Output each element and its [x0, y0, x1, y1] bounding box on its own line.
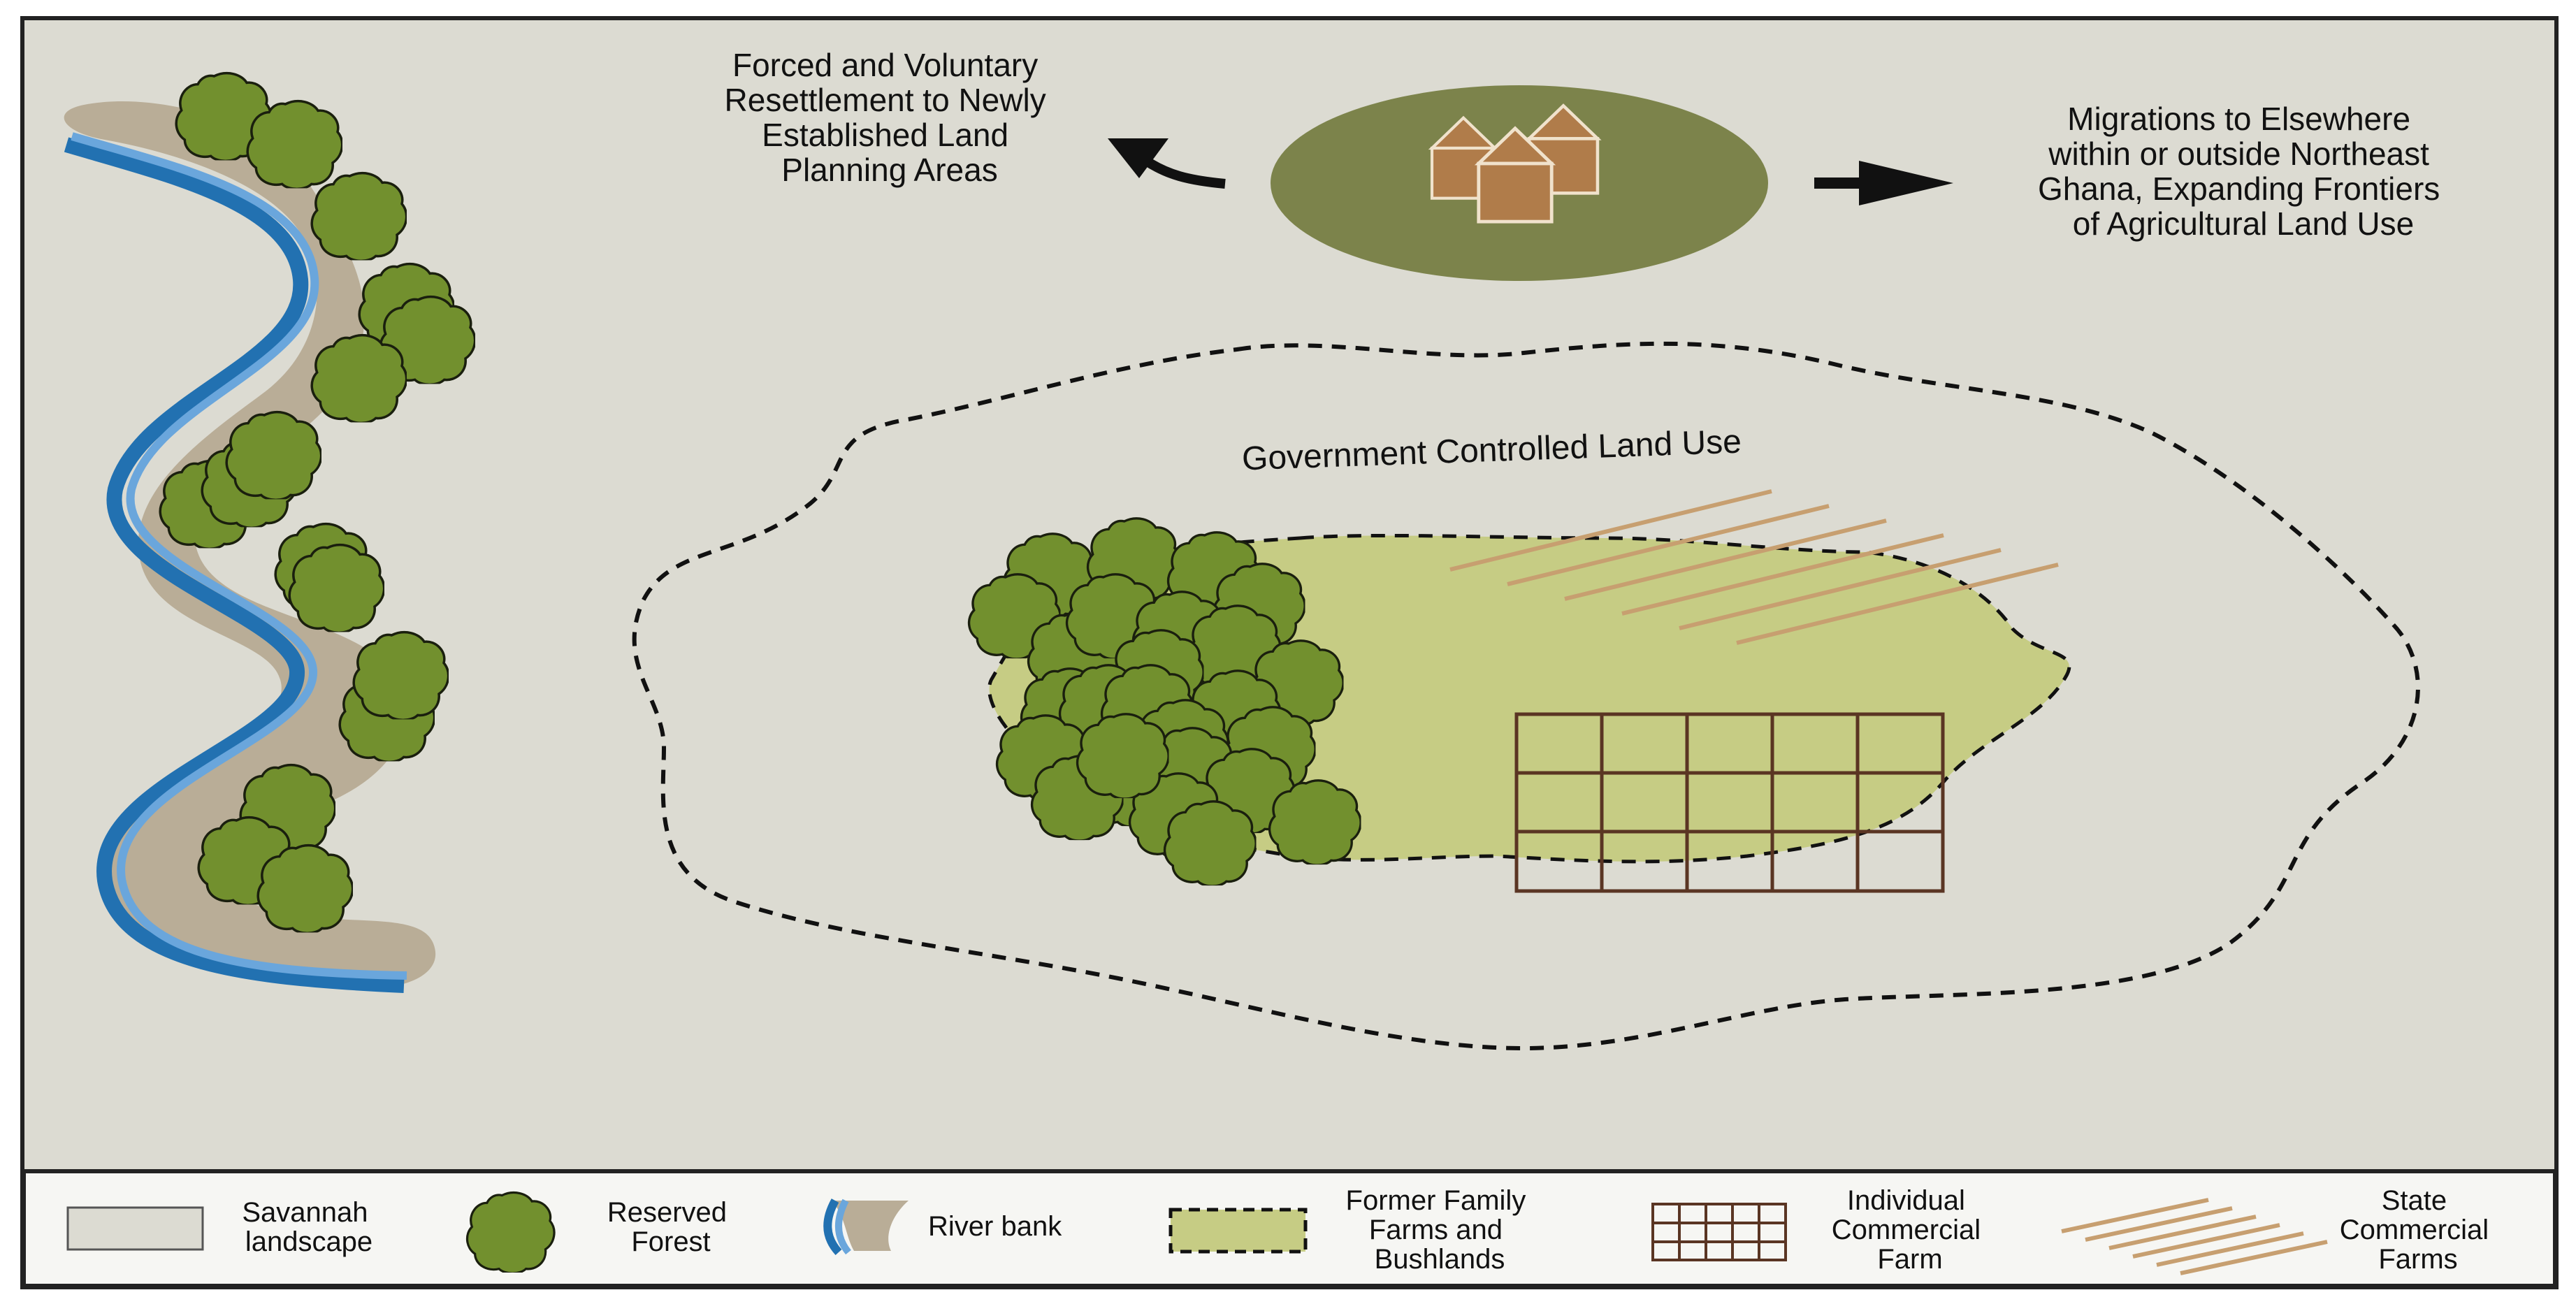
- state-farm-stripes-icon: [2061, 1198, 2328, 1275]
- legend-line: Forest: [631, 1226, 710, 1257]
- state-farm-stripe: [1621, 533, 1944, 616]
- legend-line: Commercial: [1832, 1215, 1981, 1245]
- state-commercial-farms: [1449, 489, 2059, 645]
- tree-icon: [310, 171, 407, 261]
- legend-savannah-swatch: [66, 1206, 204, 1251]
- legend-line: Farm: [1877, 1244, 1942, 1275]
- settlement: [1271, 85, 1768, 281]
- farm-grid-outline: [1514, 712, 1945, 893]
- resettlement-line: Resettlement to Newly: [725, 82, 1046, 118]
- legend-former-label: Former Family Farms and Bushlands: [1346, 1185, 1534, 1275]
- legend-line: Individual: [1847, 1185, 1965, 1216]
- river-bank: [64, 101, 436, 987]
- legend-line: Farms and: [1369, 1215, 1503, 1245]
- migration-line: within or outside Northeast: [2048, 136, 2429, 172]
- migration-line: Migrations to Elsewhere: [2067, 101, 2410, 137]
- river-bank-icon: [823, 1198, 909, 1256]
- legend-individual-label: Individual Commercial Farm: [1832, 1185, 1988, 1275]
- state-farm-stripe: [1507, 504, 1830, 586]
- tree-icon: [1163, 800, 1257, 886]
- tree-icon: [246, 99, 342, 189]
- tree-icon: [225, 410, 321, 500]
- legend-grid-outline: [1651, 1203, 1787, 1261]
- tree-icon: [1076, 713, 1169, 799]
- legend-stripe: [2061, 1198, 2209, 1233]
- individual-commercial-farm: [1514, 712, 1945, 893]
- migration-text: Migrations to Elsewhere within or outsid…: [2038, 101, 2449, 242]
- legend-line: Commercial: [2340, 1215, 2489, 1245]
- tree-icon: [352, 630, 449, 720]
- state-farm-stripe: [1679, 548, 2002, 630]
- legend-former-swatch: [1168, 1208, 1308, 1254]
- legend-line: Savannah: [242, 1197, 368, 1228]
- legend: Savannah landscape Reserved Forest River…: [22, 1169, 2557, 1288]
- tree-icon: [465, 1191, 556, 1273]
- legend-line: Farms: [2378, 1244, 2457, 1275]
- tree-icon: [1268, 779, 1361, 865]
- legend-forest-label: Reserved Forest: [607, 1197, 735, 1257]
- curved-arrow-icon: [1108, 138, 1226, 189]
- legend-stripe: [2085, 1206, 2233, 1242]
- legend-stripe: [2108, 1215, 2257, 1250]
- resettlement-line: Planning Areas: [781, 152, 997, 188]
- tree-icon: [288, 543, 384, 632]
- individual-farm-grid-icon: [1651, 1203, 1787, 1261]
- state-farm-stripe: [1564, 519, 1887, 601]
- resettlement-line: Established Land: [762, 117, 1008, 153]
- river-light: [71, 132, 407, 980]
- migration-line: of Agricultural Land Use: [2073, 205, 2414, 242]
- resettlement-text: Forced and Voluntary Resettlement to New…: [725, 47, 1055, 188]
- legend-stripe: [2180, 1240, 2328, 1275]
- legend-river-label: River bank: [928, 1211, 1062, 1242]
- legend-line: landscape: [245, 1226, 372, 1257]
- state-farm-stripe: [1736, 563, 2059, 645]
- tree-icon: [256, 843, 353, 933]
- migration-line: Ghana, Expanding Frontiers: [2038, 171, 2440, 207]
- river-dark: [64, 137, 405, 993]
- legend-line: Reserved: [607, 1197, 727, 1228]
- legend-line: State: [2382, 1185, 2447, 1216]
- government-land-boundary: [632, 341, 2420, 1051]
- legend-stripe: [2156, 1231, 2304, 1267]
- right-arrow-icon: [1814, 161, 1953, 205]
- resettlement-line: Forced and Voluntary: [732, 47, 1038, 83]
- legend-line: Former Family: [1346, 1185, 1526, 1216]
- legend-stripe: [2132, 1223, 2280, 1259]
- state-farm-stripe: [1449, 489, 1772, 572]
- legend-state-label: State Commercial Farms: [2340, 1185, 2496, 1275]
- legend-savannah-label: Savannah landscape: [242, 1197, 375, 1257]
- legend-line: Bushlands: [1375, 1244, 1505, 1275]
- tree-icon: [310, 333, 407, 423]
